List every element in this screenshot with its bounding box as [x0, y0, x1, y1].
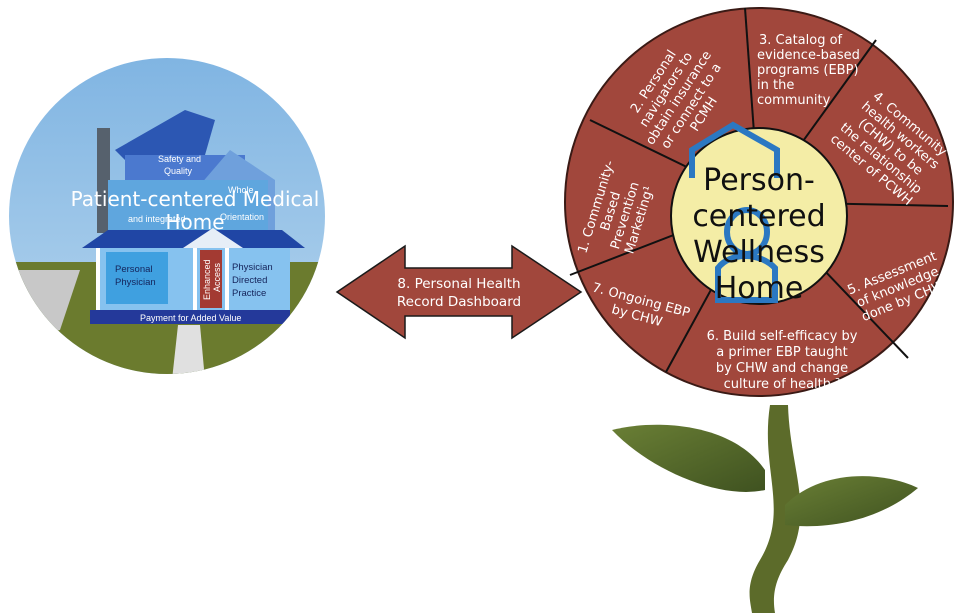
petal-3-line-1: 3. Catalog of	[759, 33, 843, 48]
petal-6-line-3: by CHW and change	[716, 361, 848, 376]
double-arrow: 8. Personal Health Record Dashboard	[335, 244, 583, 340]
foundation-bar	[90, 310, 290, 324]
center-title-1: Person-	[703, 163, 815, 198]
orientation-label: Orientation	[220, 212, 264, 222]
arrow-label-line1: 8. Personal Health	[397, 276, 520, 292]
petal-3-line-4: in the	[757, 78, 794, 93]
wellness-flower: Person- centered Wellness Home 1. Commun…	[564, 7, 954, 397]
safety-label-1: Safety and	[158, 154, 201, 164]
person-body-icon	[715, 253, 778, 303]
petal-6-line-2: a primer EBP taught	[716, 345, 847, 360]
petal-6-line-1: 6. Build self-efficacy by	[707, 329, 858, 344]
enhanced-label-2: Access	[212, 262, 222, 292]
leaf-left	[612, 424, 765, 492]
house-outline-icon	[689, 121, 780, 178]
porch-post-left	[96, 248, 100, 310]
petal-3-line-3: programs (EBP)	[757, 63, 859, 78]
door-enhanced-access	[200, 250, 222, 308]
physician-label-1: Physician	[232, 262, 273, 273]
physician-label-3: Practice	[232, 288, 266, 299]
integrated-label: and integrated	[128, 214, 186, 224]
window-left	[106, 252, 168, 304]
petal-6: 6. Build self-efficacy by a primer EBP t…	[707, 329, 858, 392]
middle-wall	[108, 180, 268, 230]
personal-label-2: Physician	[115, 277, 156, 288]
porch-post-mid	[193, 248, 197, 310]
petal-6-line-4: culture of health ²	[724, 377, 841, 392]
enhanced-label-1: Enhanced	[202, 259, 212, 300]
roof-upper	[115, 110, 215, 160]
walkway	[172, 325, 205, 374]
flower-stem	[612, 405, 918, 613]
whole-label: Whole	[228, 185, 254, 195]
safety-label-2: Quality	[164, 166, 193, 176]
person-house-icon	[689, 121, 780, 303]
arrow-label-line2: Record Dashboard	[397, 294, 521, 310]
arrow-shape	[335, 244, 583, 340]
house-title-line1: Patient-centered Medical	[71, 187, 320, 211]
porch-peak	[183, 228, 243, 248]
medical-home-illustration: Safety and Quality Whole Orientation and…	[9, 58, 325, 374]
house-title-line2: Home	[165, 210, 224, 234]
petal-3-line-5: community	[757, 93, 831, 108]
center-title-2: centered	[692, 199, 825, 234]
stem	[749, 405, 801, 613]
petal-3-line-2: evidence-based	[757, 48, 860, 63]
physician-label-2: Directed	[232, 275, 267, 286]
center-title-4: Home	[715, 271, 804, 306]
personal-label-1: Personal	[115, 264, 153, 275]
porch-post-right	[225, 248, 229, 310]
roof-lower	[82, 230, 305, 248]
leaf-right	[785, 476, 918, 527]
center-title-3: Wellness	[693, 235, 825, 270]
payment-label: Payment for Added Value	[140, 313, 241, 323]
petal-3: 3. Catalog of evidence-based programs (E…	[757, 33, 860, 108]
chimney	[97, 128, 110, 233]
